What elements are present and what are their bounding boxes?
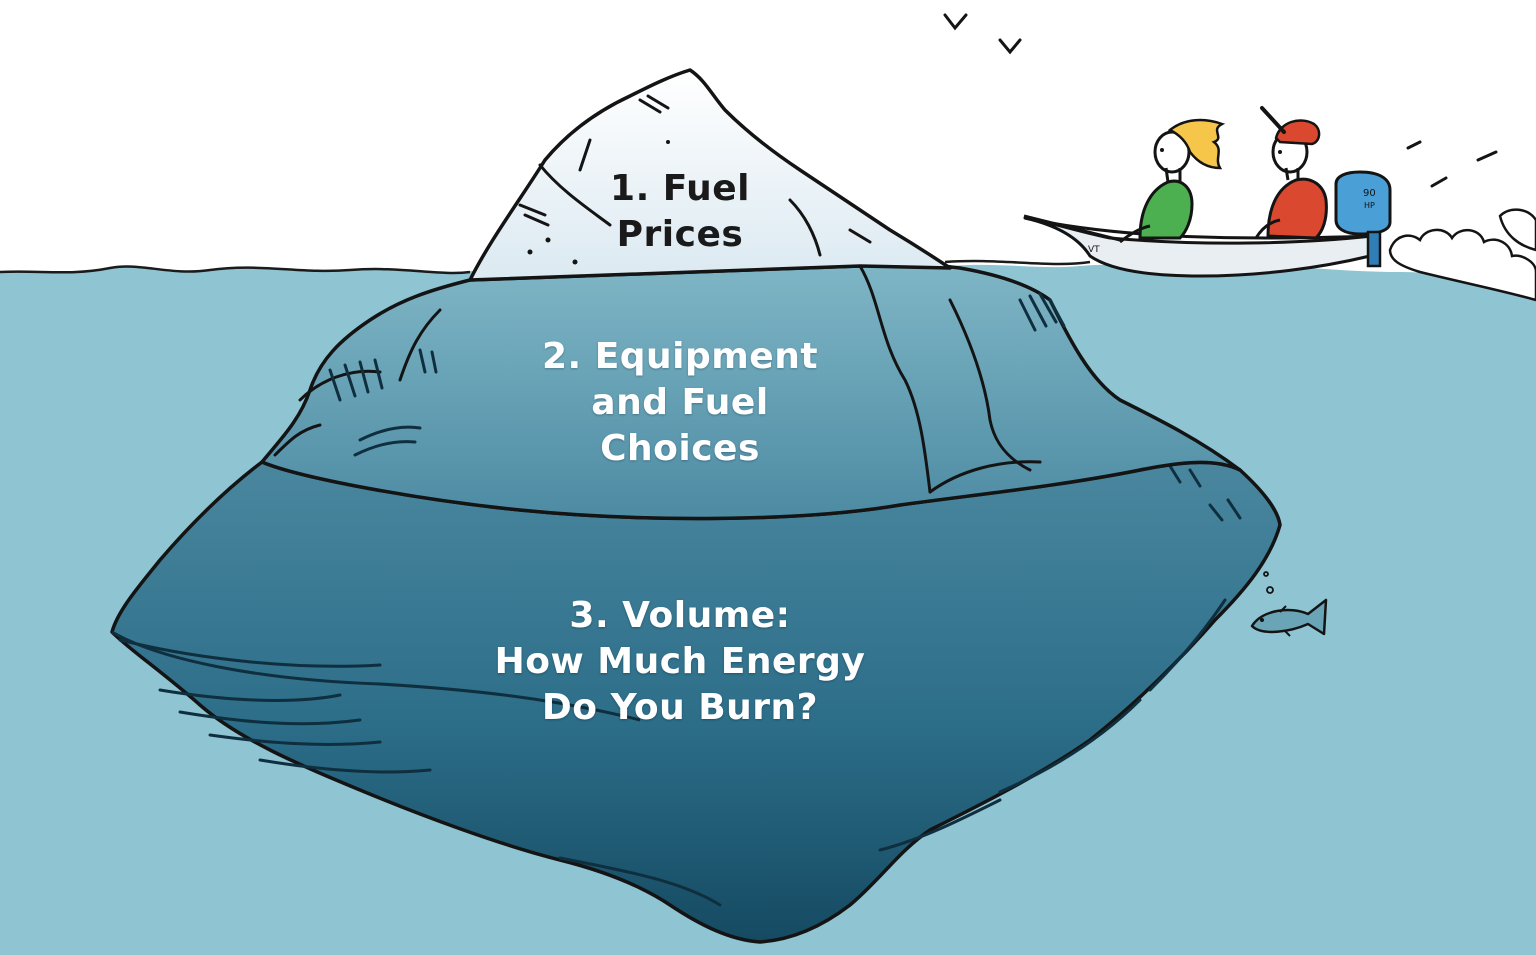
iceberg-tip [468, 68, 952, 282]
spray-drops [1406, 140, 1498, 188]
svg-text:HP: HP [1364, 201, 1375, 210]
outboard-motor: 90 HP [1334, 170, 1392, 268]
birds [943, 13, 1022, 55]
oar [1023, 214, 1121, 242]
volume-energy-label: 3. Volume: How Much Energy Do You Burn? [494, 595, 866, 728]
boat: VT [1023, 106, 1392, 278]
boat-wake [1388, 208, 1536, 302]
man-driver [1254, 106, 1328, 240]
woman-passenger [1119, 118, 1226, 244]
svg-text:90: 90 [1363, 188, 1376, 199]
fuel-prices-label: 1. Fuel Prices [610, 168, 750, 255]
hull-text: VT [1088, 245, 1100, 255]
tip-shading [518, 94, 872, 257]
equipment-fuel-choices-label: 2. Equipment and Fuel Choices [541, 336, 819, 469]
fish [1250, 571, 1328, 637]
base-shading [118, 464, 1242, 907]
waterline [0, 265, 471, 275]
middle-hatching [328, 292, 1066, 457]
middle-ridges [273, 264, 1042, 494]
